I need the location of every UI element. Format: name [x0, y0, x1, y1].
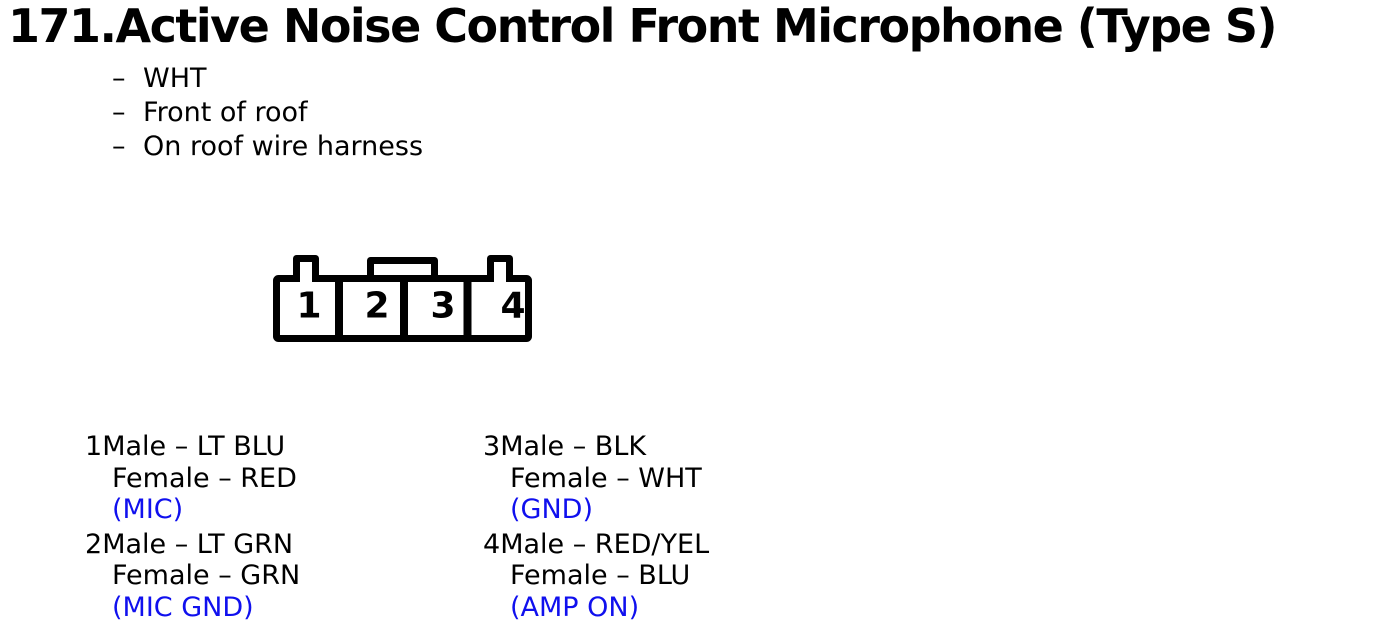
pin-entry: 3Male – BLK Female – WHT (GND)	[483, 431, 709, 526]
location-note: –WHT	[112, 62, 423, 96]
bullet-dash: –	[112, 63, 126, 94]
note-text: WHT	[143, 63, 207, 94]
pin-entry: 4Male – RED/YEL Female – BLU (AMP ON)	[483, 529, 709, 624]
pin-signal-label: (MIC)	[112, 494, 184, 525]
page-title: 171.Active Noise Control Front Microphon…	[8, 0, 1278, 53]
pin-female-wire: Female – WHT	[510, 462, 702, 494]
connector-diagram: 1 2 3 4	[273, 255, 532, 342]
pin-signal-label: (GND)	[510, 494, 593, 525]
location-note: –Front of roof	[112, 96, 423, 130]
pin-female-wire: Female – RED	[112, 462, 297, 494]
location-note: –On roof wire harness	[112, 130, 423, 164]
pin-male-line: 2Male – LT GRN	[85, 529, 300, 561]
pin-number: 2	[85, 528, 103, 560]
pin-descriptions-left: 1Male – LT BLU Female – RED (MIC) 2Male …	[85, 431, 300, 626]
pin-male-wire: Male – LT GRN	[102, 528, 294, 560]
pin-number: 1	[85, 431, 103, 462]
pin-male-line: 3Male – BLK	[483, 431, 709, 463]
pin-signal-label: (AMP ON)	[510, 591, 640, 623]
pin-male-wire: Male – LT BLU	[102, 431, 286, 462]
pin-male-line: 4Male – RED/YEL	[483, 529, 709, 561]
connector-lock-tab-left	[293, 255, 319, 282]
pin-descriptions-right: 3Male – BLK Female – WHT (GND) 4Male – R…	[483, 431, 709, 626]
connector-pin-number: 4	[500, 286, 525, 327]
pin-entry: 2Male – LT GRN Female – GRN (MIC GND)	[85, 529, 300, 624]
pin-number: 3	[483, 431, 501, 462]
pin-female-wire: Female – BLU	[510, 560, 691, 591]
pin-signal-label: (MIC GND)	[112, 591, 254, 623]
connector-pin-number: 3	[430, 286, 455, 327]
note-text: Front of roof	[143, 97, 308, 128]
note-text: On roof wire harness	[143, 131, 424, 162]
pin-male-line: 1Male – LT BLU	[85, 431, 300, 463]
connector-lock-tab-right	[487, 255, 513, 282]
location-notes: –WHT –Front of roof –On roof wire harnes…	[112, 62, 423, 164]
pin-number: 4	[483, 528, 501, 560]
connector-pin-number: 2	[364, 286, 389, 327]
pin-male-wire: Male – RED/YEL	[500, 528, 710, 560]
pin-male-wire: Male – BLK	[500, 431, 647, 462]
pin-entry: 1Male – LT BLU Female – RED (MIC)	[85, 431, 300, 526]
connector-pin-number: 1	[296, 286, 321, 327]
bullet-dash: –	[112, 97, 126, 128]
pin-female-wire: Female – GRN	[112, 560, 301, 591]
bullet-dash: –	[112, 131, 126, 162]
